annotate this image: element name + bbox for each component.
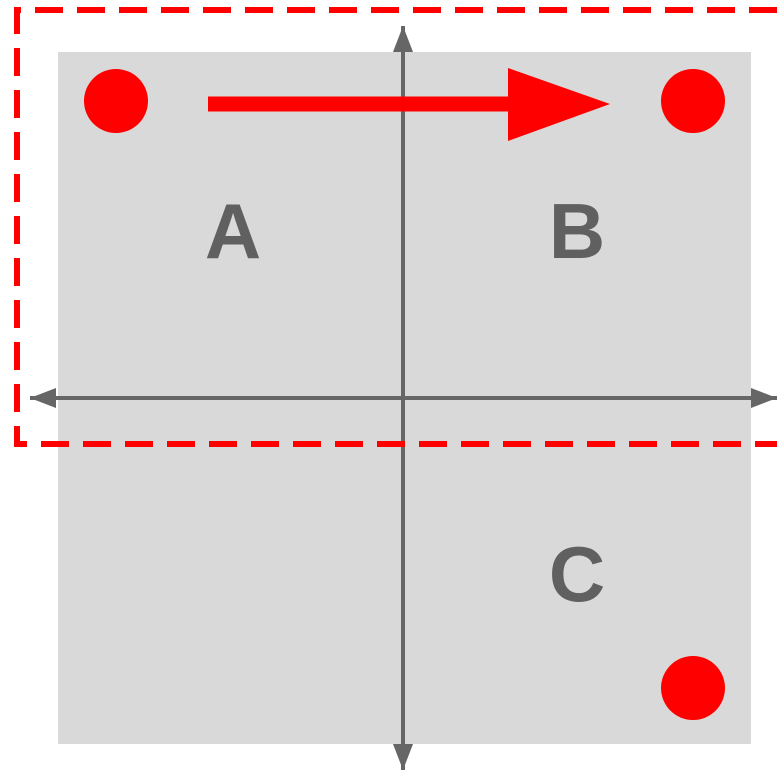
point-a	[84, 69, 148, 133]
quadrant-label-b: B	[549, 187, 605, 275]
y-axis-bottom-arrowhead	[393, 744, 413, 770]
axes	[30, 26, 777, 770]
point-c	[661, 656, 725, 720]
x-axis-right-arrowhead	[751, 388, 777, 408]
y-axis-top-arrowhead	[393, 26, 413, 52]
quadrant-label-c: C	[549, 530, 605, 618]
x-axis-left-arrowhead	[30, 388, 56, 408]
quadrant-label-a: A	[205, 187, 261, 275]
dashed-highlight-region	[14, 7, 777, 447]
transition-arrow-head	[508, 68, 610, 141]
transition-arrow	[208, 68, 610, 141]
point-b	[661, 69, 725, 133]
